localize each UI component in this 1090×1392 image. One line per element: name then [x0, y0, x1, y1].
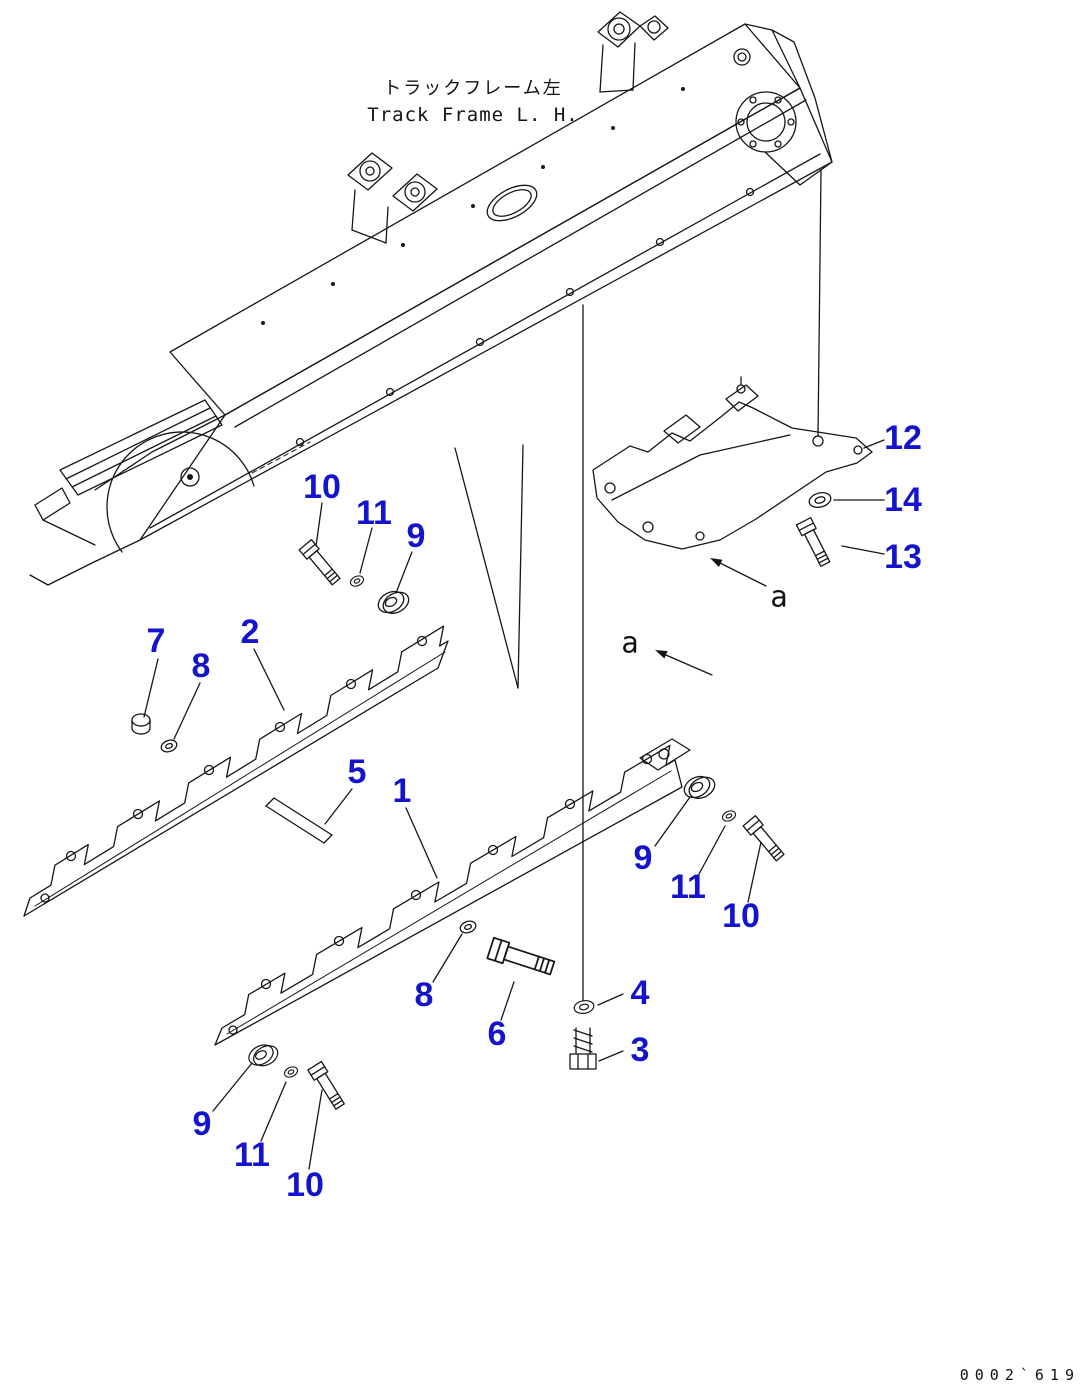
guard-plate-part-2 — [23, 625, 449, 917]
washer-11-right — [720, 808, 738, 824]
washer-8-left — [158, 737, 180, 755]
section-label-a-21: a — [770, 579, 788, 614]
callout-7-6: 7 — [146, 622, 166, 660]
construction-lines — [454, 169, 822, 1001]
track-frame-beam — [29, 11, 833, 586]
guard-bracket-part-12 — [592, 376, 873, 550]
washer-4 — [572, 998, 596, 1016]
grommet-9-bottom — [244, 1038, 282, 1073]
callout-9-2: 9 — [406, 517, 426, 555]
washer-14 — [806, 489, 834, 511]
callout-8-7: 8 — [191, 647, 211, 685]
bolt-10-upper — [298, 539, 343, 588]
nut-7 — [131, 713, 151, 735]
washer-11-bottom — [282, 1064, 300, 1080]
guard-plate-part-1 — [214, 738, 691, 1046]
document-number: 0002`619 — [959, 1366, 1080, 1384]
grommet-9-right — [679, 769, 719, 806]
section-label-a-22: a — [621, 625, 639, 660]
callout-8-14: 8 — [414, 976, 434, 1014]
bolt-10-bottom — [307, 1060, 348, 1112]
callout-10-20: 10 — [286, 1166, 324, 1204]
hardware-fasteners — [131, 489, 834, 1112]
callout-3-17: 3 — [630, 1031, 650, 1069]
bolt-6 — [486, 936, 557, 980]
callout-13-5: 13 — [884, 538, 922, 576]
callout-1-10: 1 — [392, 772, 412, 810]
drawing-title-japanese: トラックフレーム左 — [383, 78, 563, 99]
callout-5-9: 5 — [347, 753, 367, 791]
callout-6-15: 6 — [487, 1015, 507, 1053]
callout-11-1: 11 — [356, 494, 392, 532]
grommet-9-upper — [373, 584, 413, 621]
bolt-10-right — [742, 815, 787, 864]
bolt-3 — [569, 1027, 597, 1070]
callout-11-12: 11 — [670, 868, 706, 906]
section-a-arrows — [655, 558, 767, 676]
bolt-13 — [795, 517, 834, 569]
washer-11-upper — [348, 573, 366, 589]
callout-9-11: 9 — [633, 839, 653, 877]
drawing-title: トラックフレーム左 Track Frame L. H. — [318, 74, 628, 126]
callout-12-3: 12 — [884, 419, 922, 457]
callout-9-18: 9 — [192, 1105, 212, 1143]
washer-8-mid — [457, 918, 479, 936]
callout-14-4: 14 — [884, 481, 922, 519]
callout-4-16: 4 — [630, 974, 650, 1012]
drawing-title-english: Track Frame L. H. — [367, 104, 579, 126]
callout-leader-lines — [143, 439, 885, 1170]
callout-10-13: 10 — [722, 897, 760, 935]
rod-part-5 — [265, 797, 333, 844]
callout-2-8: 2 — [240, 613, 260, 651]
callout-11-19: 11 — [234, 1136, 270, 1174]
callout-10-0: 10 — [303, 468, 341, 506]
